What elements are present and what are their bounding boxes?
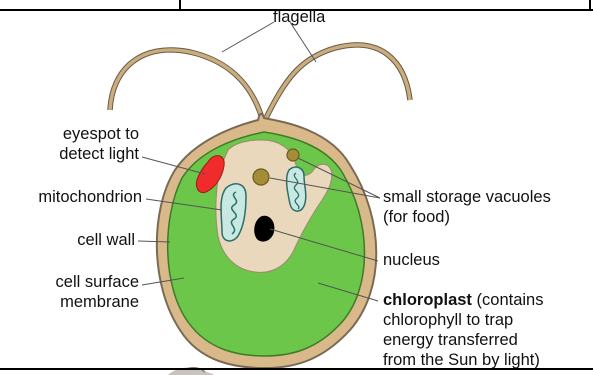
label-vacuoles-line1: small storage vacuoles [383,188,551,207]
storage-vacuole-2 [287,149,299,161]
label-vacuoles-line2: (for food) [383,208,450,227]
label-chloroplast-line3: energy transferred [383,331,518,350]
label-chloroplast-contains: (contains [472,291,544,309]
label-chloroplast-line1: chloroplast (contains [383,291,543,310]
label-chloroplast-term: chloroplast [383,291,472,309]
label-flagella: flagella [273,8,325,27]
label-eyespot-line2: detect light [34,145,139,164]
leader-flagella-left [222,22,274,52]
label-membrane-line2: membrane [30,293,139,312]
bottom-rule [0,368,593,370]
label-nucleus: nucleus [383,251,440,270]
label-membrane-line1: cell surface [30,273,139,292]
label-eyespot-line1: eyespot to [34,125,139,144]
label-chloroplast-line2: chlorophyll to trap [383,311,513,330]
storage-vacuole-1 [253,169,269,185]
mitochondrion-right [287,167,306,211]
leader-flagella-right [290,22,316,62]
flagellum-right [266,45,410,118]
label-mitochondrion: mitochondrion [4,188,142,207]
label-cell-wall: cell wall [30,231,135,250]
flagellum-left [110,50,262,118]
label-chloroplast-line4: from the Sun by light) [383,351,540,368]
